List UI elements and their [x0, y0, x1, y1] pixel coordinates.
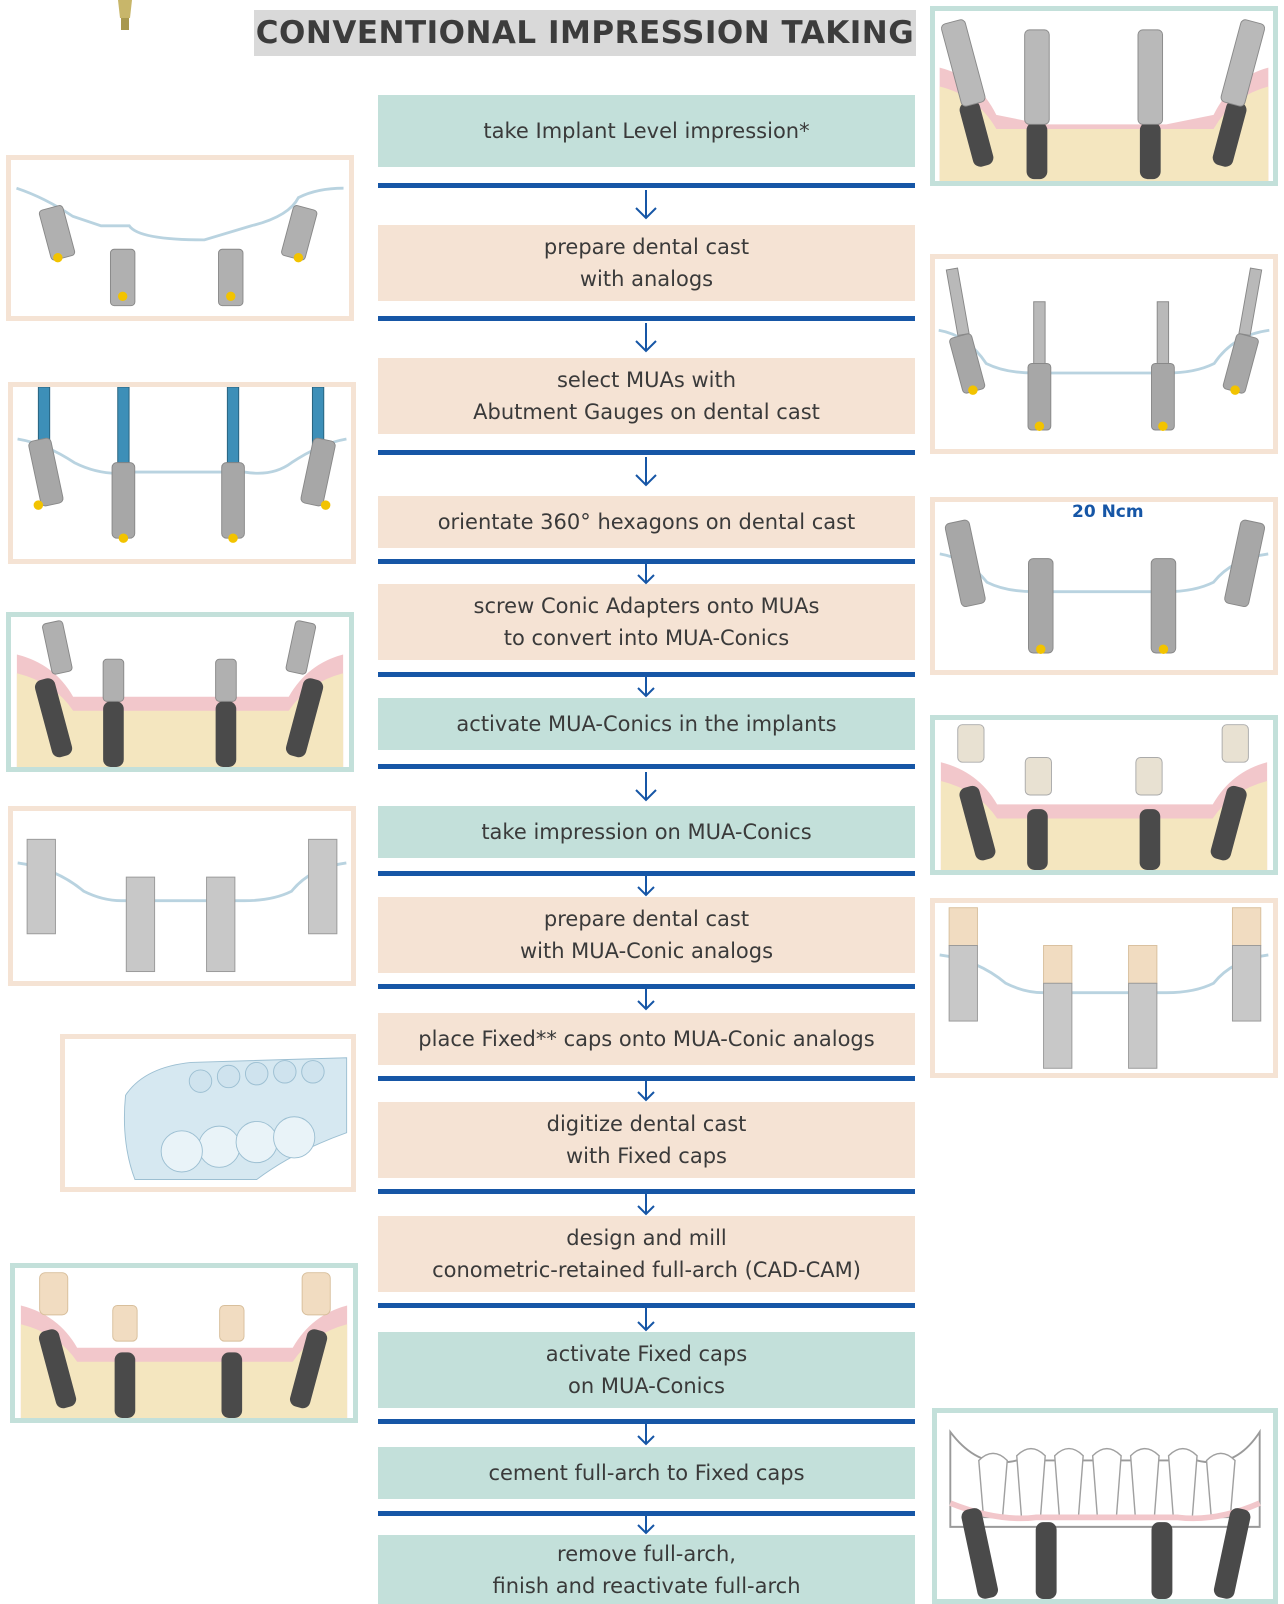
step-select-muas: select MUAs with Abutment Gauges on dent… — [378, 358, 915, 434]
page-title: CONVENTIONAL IMPRESSION TAKING — [254, 10, 916, 56]
step-prepare-dental-cast-analogs: prepare dental cast with analogs — [378, 225, 915, 301]
arrow-down-icon — [634, 989, 658, 1011]
step-digitize-dental-cast: digitize dental cast with Fixed caps — [378, 1102, 915, 1178]
illustration-full-arch — [932, 1408, 1278, 1604]
arrow-down-icon — [634, 190, 658, 220]
step-activate-fixed-caps: activate Fixed caps on MUA-Conics — [378, 1332, 915, 1408]
arrow-down-icon — [634, 875, 658, 897]
illustration-abutment-gauges — [930, 254, 1278, 454]
torque-label: 20 Ncm — [1072, 502, 1144, 522]
illustration-mua-conics-gum — [930, 715, 1278, 875]
screwdriver-icon — [110, 0, 140, 35]
arrow-down-icon — [634, 1194, 658, 1216]
step-place-fixed-caps: place Fixed** caps onto MUA-Conic analog… — [378, 1013, 915, 1065]
step-prepare-dental-cast-mua-conic: prepare dental cast with MUA-Conic analo… — [378, 897, 915, 973]
divider-line — [378, 450, 915, 455]
step-orientate-hexagons: orientate 360° hexagons on dental cast — [378, 496, 915, 548]
arrow-down-icon — [634, 563, 658, 585]
arrow-down-icon — [634, 772, 658, 802]
divider-line — [378, 183, 915, 188]
divider-line — [378, 316, 915, 321]
illustration-torque-muas — [930, 497, 1278, 675]
arrow-down-icon — [634, 457, 658, 487]
arrow-down-icon — [634, 1308, 658, 1332]
arrow-down-icon — [634, 1515, 658, 1535]
step-design-and-mill: design and mill conometric-retained full… — [378, 1216, 915, 1292]
step-take-implant-level-impression: take Implant Level impression* — [378, 95, 915, 167]
illustration-mua-conics-screwed — [6, 612, 354, 772]
step-take-impression-mua-conics: take impression on MUA-Conics — [378, 806, 915, 858]
illustration-fixed-caps-activated — [10, 1263, 358, 1423]
arrow-down-icon — [634, 1424, 658, 1446]
illustration-digitized-cast — [60, 1034, 356, 1192]
divider-line — [378, 764, 915, 769]
illustration-dental-cast-analogs — [6, 155, 354, 321]
illustration-fixed-caps-analogs — [930, 898, 1278, 1078]
step-screw-conic-adapters: screw Conic Adapters onto MUAs to conver… — [378, 584, 915, 660]
arrow-down-icon — [634, 676, 658, 698]
illustration-blue-gauges — [8, 382, 356, 564]
arrow-down-icon — [634, 323, 658, 353]
arrow-down-icon — [634, 1080, 658, 1102]
step-activate-mua-conics: activate MUA-Conics in the implants — [378, 698, 915, 750]
illustration-mua-conic-analogs — [8, 806, 356, 986]
step-cement-full-arch: cement full-arch to Fixed caps — [378, 1447, 915, 1499]
illustration-implant-impression-copings — [930, 6, 1278, 186]
step-remove-full-arch: remove full-arch, finish and reactivate … — [378, 1535, 915, 1604]
